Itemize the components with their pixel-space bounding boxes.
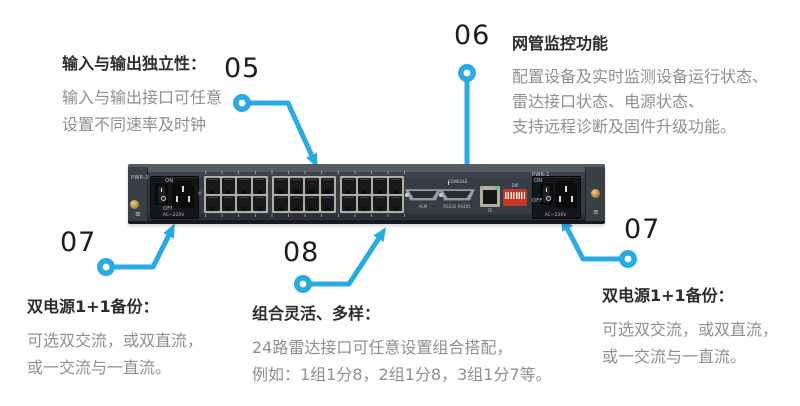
rj45-port-group-2 [272,176,336,213]
rj45-port [342,195,356,211]
link-led [495,187,498,190]
feature-block-nms-monitoring: 网管监控功能 配置设备及实时监测设备运行状态、 雷达接口状态、电源状态、 支持远… [512,30,768,139]
feature-title: 输入与输出独立性： [62,54,207,73]
feature-line: 输入与输出接口可任意 [62,88,223,107]
power-switch-right [540,184,553,205]
feature-line: 雷达接口状态、电源状态、 [512,92,705,111]
rj45-port [357,195,371,211]
rj45-port [274,195,288,211]
ac-voltage-label-left: AC~220V [162,213,185,218]
callout-number-07-left: 07 [60,227,97,258]
console-fe-port [480,186,500,207]
feature-line: 例如：1组1分8，2组1分8，3组1分7等。 [252,365,552,384]
feature-line: 可选双交流，或双直流， [602,320,779,339]
console-label: CONSOLE [448,179,468,184]
power-switch-left [155,184,168,205]
serial-label: RS232 RS485 [443,204,471,209]
rj45-port [357,178,371,194]
alm-label: ALM [418,204,428,209]
rj45-port [252,195,266,211]
rj45-port [206,178,220,194]
rj45-port [373,178,387,194]
feature-line: 可选双交流，或双直流， [27,331,204,350]
rj45-port [320,195,334,211]
rj45-port [305,195,319,211]
device-rear-panel: ≡ PWR-2 ON OFF AC~220V ALM RS232 RS485 C… [128,164,605,224]
rj45-port [237,178,251,194]
callout-number-05: 05 [224,53,261,84]
rj45-port [221,178,235,194]
feature-block-dual-power-left: 双电源1+1备份： 可选双交流，或双直流， 或一交流与一直流。 [27,293,203,381]
rj45-port [252,178,266,194]
dip-switch [503,189,527,206]
on-label-left: ON [165,178,174,184]
off-label-left: OFF [163,206,174,212]
panel-screw [198,191,203,196]
rj45-port [221,195,235,211]
callout-number-07-right: 07 [624,214,661,245]
rj45-port [289,178,303,194]
feature-title: 网管监控功能 [512,34,609,53]
mounting-ear-right: ≡ [585,167,605,221]
rj45-port-group-3 [340,176,404,213]
dip-label: DIP [511,183,519,188]
rj45-port [388,178,402,194]
rj45-port [237,195,251,211]
pwr2-label: PWR-2 [131,175,149,181]
feature-block-flexible-combination: 组合灵活、多样： 24路雷达接口可任意设置组合搭配， 例如：1组1分8，2组1分… [252,300,552,388]
callout-number-08: 08 [283,237,320,268]
pwr1-label: PWR-1 [532,172,550,178]
rj45-port [373,195,387,211]
console-bracket: CONSOLE [448,179,512,185]
connector-05-line [242,100,318,168]
alarm-db9-connector [405,188,441,201]
feature-title: 双电源1+1备份： [27,297,159,316]
feature-line: 或一交流与一直流。 [602,347,747,366]
callout-number-06: 06 [454,20,491,51]
serial-db9-connector [439,188,475,201]
ac-inlet-left [172,181,194,208]
feature-title: 组合灵活、多样： [252,304,381,323]
ground-symbol-left: ≡ [135,210,141,218]
feature-line: 24路雷达接口可任意设置组合搭配， [252,338,513,357]
ground-screw-right [591,189,600,198]
off-label-right: OFF [532,198,543,204]
mounting-ear-left: ≡ [128,167,148,221]
port-numbers-bottom [205,214,405,217]
rj45-port [289,195,303,211]
ac-inlet-right [555,181,577,208]
feature-line: 设置不同速率及时钟 [62,115,207,134]
feature-block-dual-power-right: 双电源1+1备份： 可选双交流，或双直流， 或一交流与一直流。 [602,282,778,370]
rj45-port [274,178,288,194]
on-label-right: ON [534,178,543,184]
feature-line: 配置设备及实时监测设备运行状态、 [512,67,769,86]
connector-07-right-line [561,216,628,262]
fe-label: FE [487,208,493,213]
feature-line: 支持远程诊断及固件升级功能。 [512,117,737,136]
connector-07-left-line [106,223,175,270]
rj45-port [305,178,319,194]
ground-symbol-right: ≡ [593,208,599,216]
feature-line: 或一交流与一直流。 [27,358,172,377]
rj45-port [342,178,356,194]
rj45-port [388,195,402,211]
ground-screw-left [130,200,139,209]
ac-voltage-label-right: AC~220V [544,213,567,218]
feature-title: 双电源1+1备份： [602,286,734,305]
rj45-port [206,195,220,211]
port-numbers-top [205,171,405,174]
rj45-port-group-1 [204,176,268,213]
rj45-port [320,178,334,194]
feature-block-io-independence: 输入与输出独立性： 输入与输出接口可任意 设置不同速率及时钟 [62,50,222,138]
